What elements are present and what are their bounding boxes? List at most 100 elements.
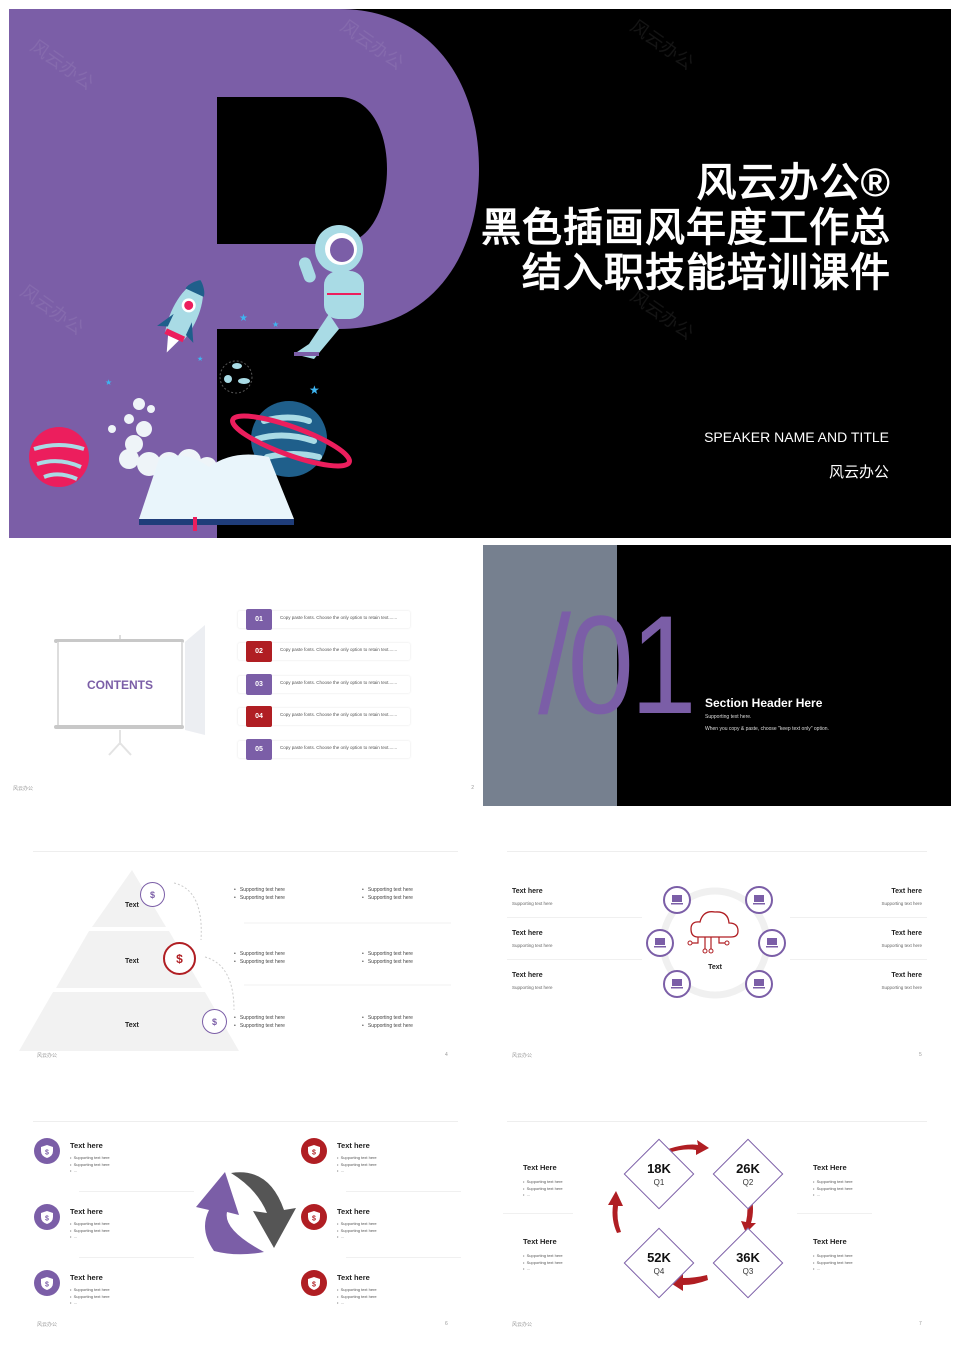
item-title: Text Here [813, 1237, 847, 1246]
bullet-list: • Supporting text here• Supporting text … [813, 1253, 853, 1271]
slide-title[interactable]: ★ ★ ★ ★ ★ 风云办公 风云办公 风云办公 风云办公 风云办公 风云办公®… [9, 9, 951, 538]
laptop-yen-icon [646, 929, 674, 957]
toc-number: 05 [246, 739, 272, 760]
divider [507, 917, 642, 918]
item-sub: Supporting text here [881, 943, 922, 948]
laptop-yen-icon [663, 970, 691, 998]
hub-center-label: Text [708, 964, 722, 971]
quarter-value: 26K [736, 1161, 760, 1176]
svg-text:$: $ [312, 1281, 316, 1288]
footer-brand: 风云办公 [512, 1053, 533, 1059]
bullet-list: • Supporting text here• Supporting text … [362, 951, 413, 965]
moon-icon [219, 360, 253, 394]
divider [79, 1191, 194, 1192]
toc-number: 04 [246, 706, 272, 727]
brand-name: 风云办公 [828, 464, 889, 481]
svg-text:★: ★ [197, 355, 203, 363]
divider [346, 1191, 461, 1192]
item-sub: Supporting text here [512, 985, 553, 990]
page-number: 6 [445, 1321, 448, 1327]
screen-top-bar [54, 639, 184, 643]
slide-quarterly-cycle[interactable]: 18K Q1 26K Q2 36K Q3 52K Q4 Text Here • … [483, 1115, 951, 1335]
svg-text:$: $ [312, 1149, 316, 1156]
divider [797, 1213, 872, 1214]
item-title: Text Here [813, 1163, 847, 1172]
quarter-value: 52K [647, 1250, 671, 1265]
pyramid-level-2: Text [125, 958, 139, 965]
projector-screen-icon [108, 625, 205, 756]
slide-pyramid[interactable]: Text Text Text $ $ $ • Supporting text h… [9, 845, 482, 1065]
bullet-list: • Supporting text here• Supporting text … [234, 1015, 285, 1029]
divider [79, 1257, 194, 1258]
page-number: 4 [445, 1052, 448, 1058]
toc-number: 02 [246, 641, 272, 662]
toc-item-1[interactable]: 01 Copy paste fonts. Choose the only opt… [238, 609, 410, 630]
item-sub: Supporting text here [512, 901, 553, 906]
planet-pink-icon [29, 427, 89, 487]
shield-dollar-icon: $ [34, 1138, 60, 1164]
quarter-value: 18K [647, 1161, 671, 1176]
projector-screen: CONTENTS [57, 642, 183, 728]
shield-dollar-icon: $ [301, 1204, 327, 1230]
svg-text:风云办公: 风云办公 [627, 16, 697, 74]
toc-text: Copy paste fonts. Choose the only option… [280, 680, 398, 685]
slide-cloud-hub[interactable]: Text Text here Supporting text here Text… [483, 845, 951, 1065]
star-icons: ★ ★ ★ ★ ★ [105, 313, 320, 397]
user-dollar-icon: $ [163, 942, 196, 975]
bullet-list: • Supporting text here• Supporting text … [70, 1155, 110, 1173]
toc-text: Copy paste fonts. Choose the only option… [280, 712, 398, 717]
item-title: Text here [891, 930, 922, 937]
cloud-network-icon [659, 887, 771, 999]
pyramid-level-3: Text [125, 1022, 139, 1029]
quarter-label: Q1 [653, 1178, 665, 1187]
top-divider [33, 851, 458, 852]
section-sub-1: Supporting text here. [705, 714, 752, 720]
footer-brand: 风云办公 [13, 786, 34, 792]
footer-brand: 风云办公 [37, 1322, 58, 1328]
item-title: Text here [337, 1273, 370, 1282]
item-sub: Supporting text here [881, 901, 922, 906]
slide-contents[interactable]: CONTENTS 01 Copy paste fonts. Choose the… [9, 545, 482, 806]
toc-item-2[interactable]: 02 Copy paste fonts. Choose the only opt… [238, 641, 410, 662]
screen-bottom-bar [54, 725, 184, 729]
top-divider [507, 851, 927, 852]
divider [790, 959, 927, 960]
bullet-list: • Supporting text here• Supporting text … [337, 1155, 377, 1173]
item-title: Text Here [523, 1163, 557, 1172]
toc-text: Copy paste fonts. Choose the only option… [280, 615, 398, 620]
toc-item-3[interactable]: 03 Copy paste fonts. Choose the only opt… [238, 674, 410, 695]
item-title: Text here [70, 1141, 103, 1150]
quarter-label: Q4 [653, 1267, 665, 1276]
item-title: Text here [337, 1141, 370, 1150]
laptop-yen-icon [663, 886, 691, 914]
quarter-value: 36K [736, 1250, 760, 1265]
bullet-list: • Supporting text here• Supporting text … [337, 1287, 377, 1305]
bullet-list: • Supporting text here• Supporting text … [234, 951, 285, 965]
quarter-label: Q2 [742, 1178, 754, 1187]
shield-dollar-icon: $ [301, 1138, 327, 1164]
slide-cycle-arrows[interactable]: $ $ $ $ $ $ Text here • Supporting text … [9, 1115, 482, 1335]
svg-text:$: $ [45, 1215, 49, 1222]
svg-text:★: ★ [239, 313, 248, 324]
bullet-list: • Supporting text here• Supporting text … [234, 887, 285, 901]
shield-dollar-icon: $ [34, 1204, 60, 1230]
item-title: Text here [512, 888, 543, 895]
toc-item-5[interactable]: 05 Copy paste fonts. Choose the only opt… [238, 739, 410, 760]
toc-item-4[interactable]: 04 Copy paste fonts. Choose the only opt… [238, 706, 410, 727]
section-number: /01 [538, 586, 697, 743]
laptop-yen-icon [745, 886, 773, 914]
quarter-label: Q3 [742, 1267, 754, 1276]
laptop-yen-icon [758, 929, 786, 957]
item-title: Text here [512, 930, 543, 937]
svg-text:$: $ [45, 1149, 49, 1156]
bullet-list: • Supporting text here• Supporting text … [70, 1221, 110, 1239]
slide-section-header[interactable]: /01 Section Header Here Supporting text … [483, 545, 951, 806]
bullet-list: • Supporting text here• Supporting text … [813, 1179, 853, 1197]
svg-text:★: ★ [309, 383, 320, 397]
page-number: 2 [471, 785, 474, 791]
rocket-icon [157, 279, 205, 353]
item-title: Text here [891, 972, 922, 979]
item-title: Text here [70, 1207, 103, 1216]
shield-dollar-icon: $ [34, 1270, 60, 1296]
bullet-list: • Supporting text here• Supporting text … [337, 1221, 377, 1239]
